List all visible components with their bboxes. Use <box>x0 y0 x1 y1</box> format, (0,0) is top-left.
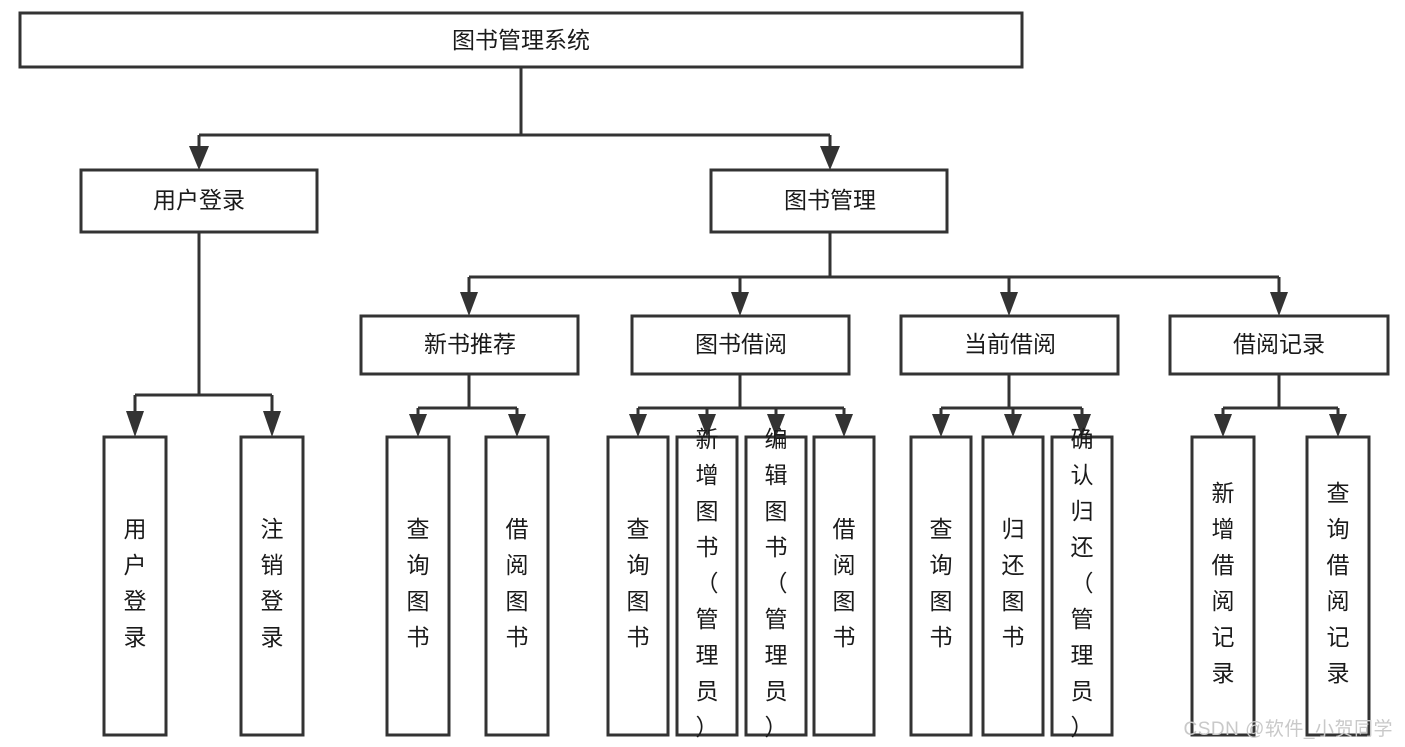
leaf-borrow-book-1-box[interactable] <box>484 435 550 737</box>
leaf-node-borrow-book-2[interactable] <box>812 435 876 737</box>
node-book-borrow-label: 图书借阅 <box>695 331 787 357</box>
arrowhead-leaf-query-record <box>1329 414 1347 437</box>
node-book-borrow[interactable]: 图书借阅 <box>630 314 851 376</box>
arrowhead-leaf-confirm-return <box>1073 414 1091 437</box>
leaf-query-record-label: 查询借阅记录 <box>1327 480 1350 686</box>
arrowhead-user-login <box>189 146 209 170</box>
leaf-node-add-record[interactable] <box>1190 435 1256 737</box>
leaf-node-edit-book[interactable] <box>744 435 808 737</box>
node-current-borrow-box[interactable] <box>899 314 1120 376</box>
arrowhead-leaf-query-book-1 <box>409 414 427 437</box>
arrowhead-leaf-query-book-2 <box>629 414 647 437</box>
arrowhead-new-book-recommend <box>460 292 478 316</box>
node-root-box[interactable] <box>18 11 1024 69</box>
leaf-user-logout-box[interactable] <box>239 435 305 737</box>
leaf-borrow-book-2-label: 借阅图书 <box>833 516 856 650</box>
node-current-borrow-label: 当前借阅 <box>964 331 1056 357</box>
leaf-layer: 用户登录 注销登录 查询图书 借阅图书 查询图书 新增图书（管理员） 编辑图书（… <box>102 426 1371 740</box>
leaf-return-book-label: 归还图书 <box>1002 516 1025 650</box>
leaf-node-query-book-2[interactable] <box>606 435 670 737</box>
leaf-user-login-box[interactable] <box>102 435 168 737</box>
leaf-node-user-logout[interactable] <box>239 435 305 737</box>
arrowhead-book-borrow <box>731 292 749 316</box>
leaf-node-add-book[interactable] <box>675 435 739 737</box>
leaf-node-borrow-book-1[interactable] <box>484 435 550 737</box>
connector-layer <box>126 67 1347 437</box>
node-user-login-label: 用户登录 <box>153 187 245 213</box>
leaf-query-book-2-label: 查询图书 <box>627 516 650 650</box>
node-user-login-box[interactable] <box>79 168 319 234</box>
node-borrow-record[interactable]: 借阅记录 <box>1168 314 1390 376</box>
leaf-user-logout-label: 注销登录 <box>261 516 284 650</box>
leaf-borrow-book-2-box[interactable] <box>812 435 876 737</box>
arrowhead-leaf-borrow-book-2 <box>835 414 853 437</box>
arrowhead-leaf-borrow-book-1 <box>508 414 526 437</box>
leaf-user-login-label: 用户登录 <box>124 516 147 650</box>
leaf-confirm-return-box[interactable] <box>1050 435 1114 737</box>
node-new-book-recommend-box[interactable] <box>359 314 580 376</box>
arrowhead-current-borrow <box>1000 292 1018 316</box>
leaf-add-record-box[interactable] <box>1190 435 1256 737</box>
arrowhead-leaf-edit-book <box>767 414 785 437</box>
leaf-query-book-2-box[interactable] <box>606 435 670 737</box>
node-new-book-recommend-label: 新书推荐 <box>424 331 516 357</box>
node-book-manage-box[interactable] <box>709 168 949 234</box>
leaf-add-book-box[interactable] <box>675 435 739 737</box>
leaf-node-return-book[interactable] <box>981 435 1045 737</box>
arrowhead-leaf-user-logout <box>263 411 281 437</box>
node-new-book-recommend[interactable]: 新书推荐 <box>359 314 580 376</box>
leaf-node-user-login[interactable] <box>102 435 168 737</box>
leaf-borrow-book-1-label: 借阅图书 <box>506 516 529 650</box>
leaf-query-book-3-label: 查询图书 <box>930 516 953 650</box>
leaf-edit-book-box[interactable] <box>744 435 808 737</box>
arrowhead-book-manage <box>820 146 840 170</box>
leaf-query-record-box[interactable] <box>1305 435 1371 737</box>
node-book-borrow-box[interactable] <box>630 314 851 376</box>
leaf-add-record-label: 新增借阅记录 <box>1212 480 1235 686</box>
arrowhead-leaf-return-book <box>1004 414 1022 437</box>
arrowhead-leaf-query-book-3 <box>932 414 950 437</box>
arrowhead-leaf-add-record <box>1214 414 1232 437</box>
node-root[interactable]: 图书管理系统 <box>18 11 1024 69</box>
leaf-return-book-box[interactable] <box>981 435 1045 737</box>
leaf-add-book-label: 新增图书（管理员） <box>696 426 719 740</box>
node-user-login[interactable]: 用户登录 <box>79 168 319 234</box>
leaf-query-book-1-label: 查询图书 <box>407 516 430 650</box>
node-borrow-record-label: 借阅记录 <box>1233 331 1325 357</box>
leaf-confirm-return-label: 确认归还（管理员） <box>1071 426 1094 740</box>
leaf-node-confirm-return[interactable] <box>1050 435 1114 737</box>
leaf-node-query-book-1[interactable] <box>385 435 451 737</box>
node-root-label: 图书管理系统 <box>452 27 590 53</box>
arrowhead-borrow-record <box>1270 292 1288 316</box>
leaf-edit-book-label: 编辑图书（管理员） <box>765 426 788 740</box>
node-book-manage[interactable]: 图书管理 <box>709 168 949 234</box>
arrowhead-leaf-user-login <box>126 411 144 437</box>
node-borrow-record-box[interactable] <box>1168 314 1390 376</box>
leaf-node-query-record[interactable] <box>1305 435 1371 737</box>
leaf-query-book-3-box[interactable] <box>909 435 973 737</box>
leaf-query-book-1-box[interactable] <box>385 435 451 737</box>
leaf-node-query-book-3[interactable] <box>909 435 973 737</box>
node-current-borrow[interactable]: 当前借阅 <box>899 314 1120 376</box>
arrowhead-leaf-add-book <box>698 414 716 437</box>
node-book-manage-label: 图书管理 <box>784 187 876 213</box>
